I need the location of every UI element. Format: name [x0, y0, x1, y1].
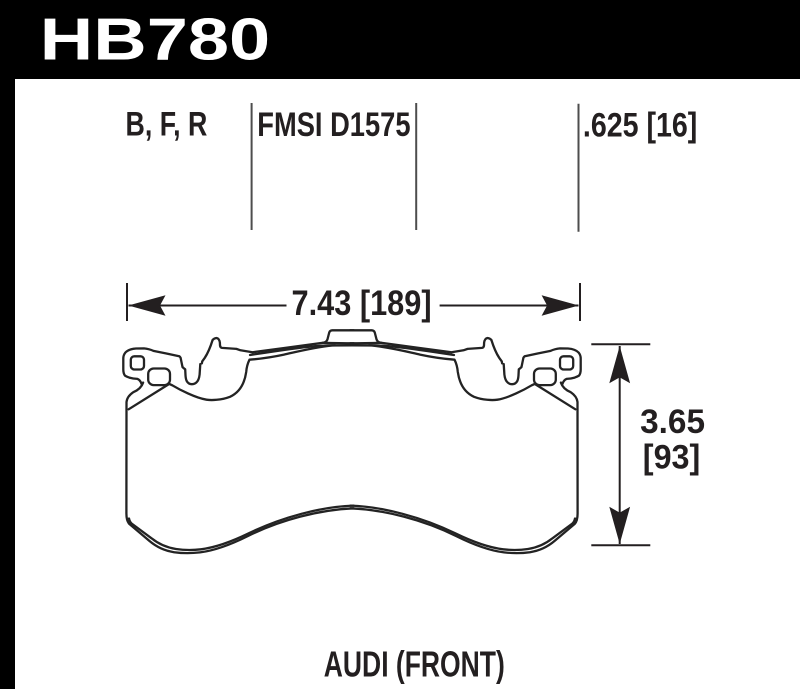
- svg-text:AUDI (FRONT): AUDI (FRONT): [324, 644, 505, 685]
- svg-text:HB780: HB780: [40, 7, 270, 73]
- svg-text:7.43 [189]: 7.43 [189]: [292, 283, 432, 323]
- svg-text:.625 [16]: .625 [16]: [583, 107, 697, 145]
- svg-text:[93]: [93]: [643, 439, 701, 477]
- svg-text:3.65: 3.65: [640, 403, 705, 441]
- svg-text:FMSI D1575: FMSI D1575: [257, 106, 410, 144]
- svg-text:B, F, R: B, F, R: [126, 106, 208, 144]
